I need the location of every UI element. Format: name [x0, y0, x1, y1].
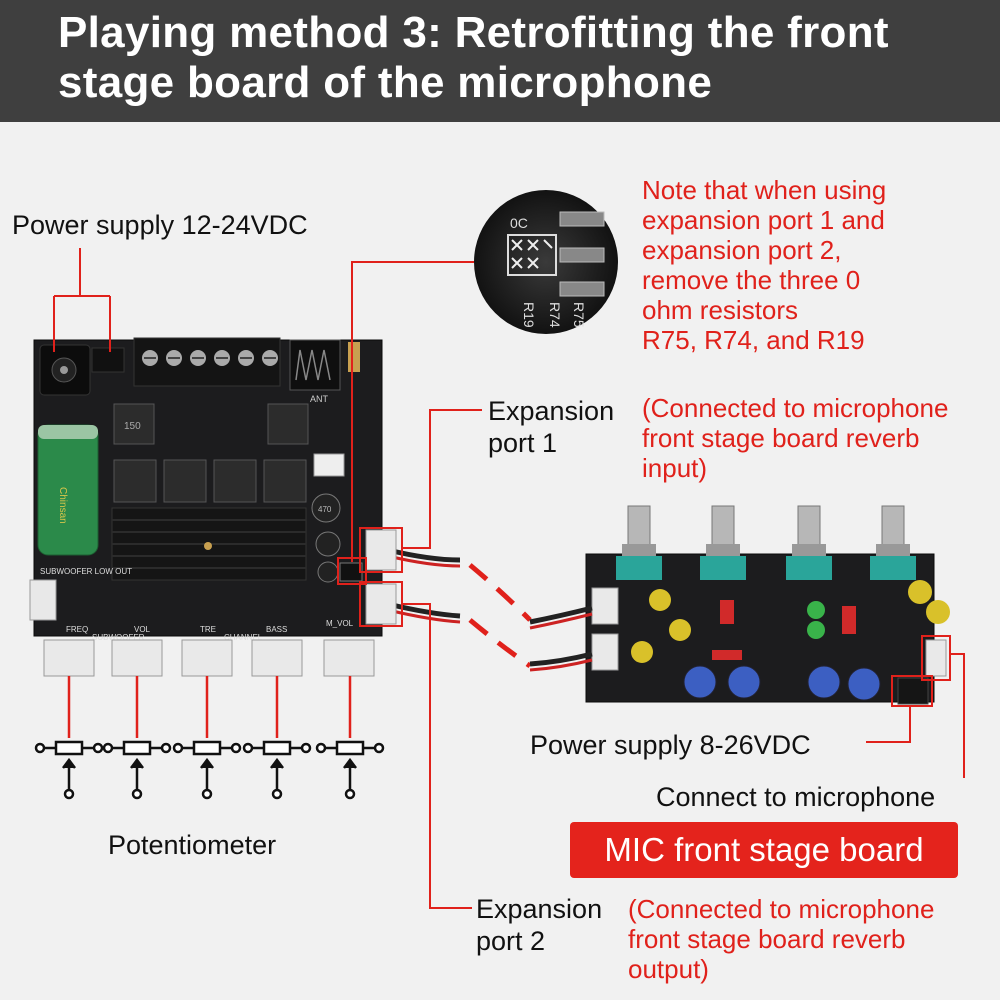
exp2-note-line-3: output) [628, 954, 709, 984]
zoom-r19: R19 [521, 302, 537, 328]
silk-subwoofer-low-out: SUBWOOFER LOW OUT [40, 567, 132, 576]
exp1-note-line-3: input) [642, 453, 708, 483]
cap-brand: Chinsan [57, 487, 68, 524]
expansion-port-2-label-line-2: port 2 [476, 926, 546, 956]
speaker-terminals [133, 337, 281, 387]
silk-m-vol: M_VOL [326, 619, 354, 628]
resistor-zoom: 0C R75 R74 R19 [474, 190, 618, 334]
title-banner: Playing method 3: Retrofitting the front… [0, 0, 1000, 122]
potentiometer-symbols [34, 676, 385, 800]
connect-to-microphone-label: Connect to microphone [656, 782, 936, 812]
mic-board-pots [616, 505, 916, 580]
heatsink [111, 507, 307, 581]
bulk-capacitor: Chinsan [37, 424, 99, 556]
note-line-5: ohm resistors [642, 295, 799, 325]
note-line-2: expansion port 1 and [642, 205, 885, 235]
note-line-3: expansion port 2, [642, 235, 842, 265]
inductors: 150 [113, 403, 309, 503]
cables [365, 529, 593, 672]
expansion-port-1-label-line-2: port 1 [488, 428, 558, 458]
pot-symbol-3 [172, 676, 242, 800]
note-line-1: Note that when using [642, 175, 887, 205]
exp2-note-line-2: front stage board reverb [628, 924, 906, 954]
pot-connectors [43, 639, 375, 677]
pot-symbol-5 [315, 676, 385, 800]
title-line-2: stage board of the microphone [58, 58, 713, 107]
note-line-4: remove the three 0 [642, 265, 861, 295]
pot-symbol-1 [34, 676, 104, 800]
power-supply-main-label: Power supply 12-24VDC [12, 210, 308, 240]
power-supply-mic-label: Power supply 8-26VDC [530, 730, 811, 760]
silk-freq: FREQ [66, 625, 88, 634]
exp1-note-line-1: (Connected to microphone [642, 393, 949, 423]
zoom-oc: 0C [510, 215, 528, 231]
mic-front-stage-board-badge: MIC front stage board [570, 822, 958, 878]
silk-bass: BASS [266, 625, 287, 634]
exp2-note-line-1: (Connected to microphone [628, 894, 935, 924]
pot-symbol-4 [242, 676, 312, 800]
potentiometer-label: Potentiometer [108, 830, 277, 860]
silk-tre: TRE [200, 625, 216, 634]
expansion-port-2-label-line-1: Expansion [476, 894, 603, 924]
zoom-r74: R74 [547, 302, 563, 328]
mic-board [585, 505, 950, 705]
zoom-r75: R75 [571, 302, 587, 328]
note-line-6: R75, R74, and R19 [642, 325, 865, 355]
inductor-label: 150 [124, 421, 141, 432]
small-cap-label: 470 [318, 505, 332, 514]
expansion-port-1-label-line-1: Expansion [488, 396, 615, 426]
silk-channel: CHANNEL [224, 633, 263, 642]
callout-lines [53, 248, 965, 909]
ant-label: ANT [310, 394, 329, 404]
exp1-note-line-2: front stage board reverb [642, 423, 920, 453]
title-line-1: Playing method 3: Retrofitting the front [58, 8, 889, 57]
silk-vol: VOL [134, 625, 151, 634]
silk-subwoofer: SUBWOOFER [92, 633, 145, 642]
amplifier-board: ANT Chinsan 150 [29, 337, 383, 677]
pot-symbol-2 [102, 676, 172, 800]
